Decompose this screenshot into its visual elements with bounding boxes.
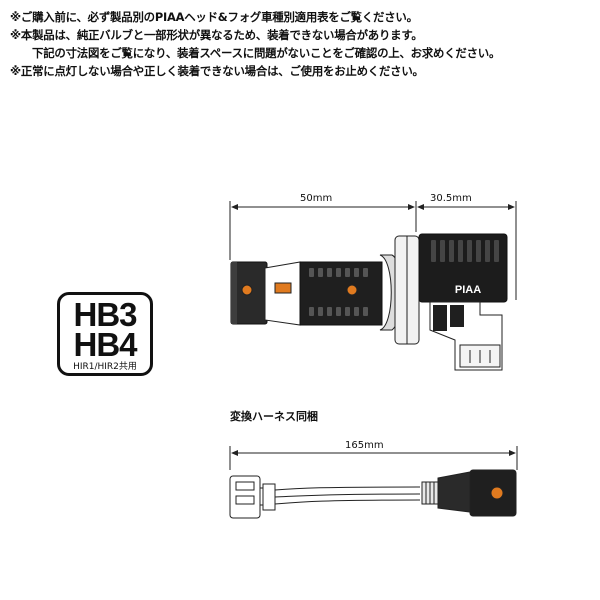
bulb-dimension-lines xyxy=(229,201,517,300)
bulb-dimension-arrows xyxy=(231,204,515,210)
dim-head-label: 30.5mm xyxy=(430,193,472,204)
led-bulb-drawing: PIAA xyxy=(230,233,508,371)
badge-hb4: HB4 xyxy=(73,326,137,363)
led-chip-icon xyxy=(241,284,253,296)
dim-length-label: 50mm xyxy=(300,193,333,204)
badge-compat: HIR1/HIR2共用 xyxy=(73,362,137,372)
notice-line: ※ご購入前に、必ず製品別のPIAAヘッド&フォグ車種別適用表をご覧ください。 xyxy=(10,10,418,24)
harness-dimension-arrows xyxy=(231,450,516,456)
piaa-logo: PIAA xyxy=(455,284,481,296)
harness-drawing xyxy=(229,469,517,519)
notice-line: ※正常に点灯しない場合や正しく装着できない場合は、ご使用をお止めください。 xyxy=(10,64,424,78)
harness-dimension-lines xyxy=(229,446,518,470)
badge-hb3: HB3 xyxy=(73,296,137,333)
harness-title: 変換ハーネス同梱 xyxy=(230,410,318,423)
led-chip-icon xyxy=(346,284,358,296)
bulb-type-badge: HB3 HB4 HIR1/HIR2共用 xyxy=(57,292,153,376)
notice-line: 下記の寸法図をご覧になり、装着スペースに問題がないことをご確認の上、お求めくださ… xyxy=(32,46,501,60)
notice-list: ※ご購入前に、必ず製品別のPIAAヘッド&フォグ車種別適用表をご覧ください。 ※… xyxy=(10,8,590,80)
notice-line: ※本製品は、純正バルブと一部形状が異なるため、装着できない場合があります。 xyxy=(10,28,423,42)
dim-harness-label: 165mm xyxy=(345,440,384,451)
